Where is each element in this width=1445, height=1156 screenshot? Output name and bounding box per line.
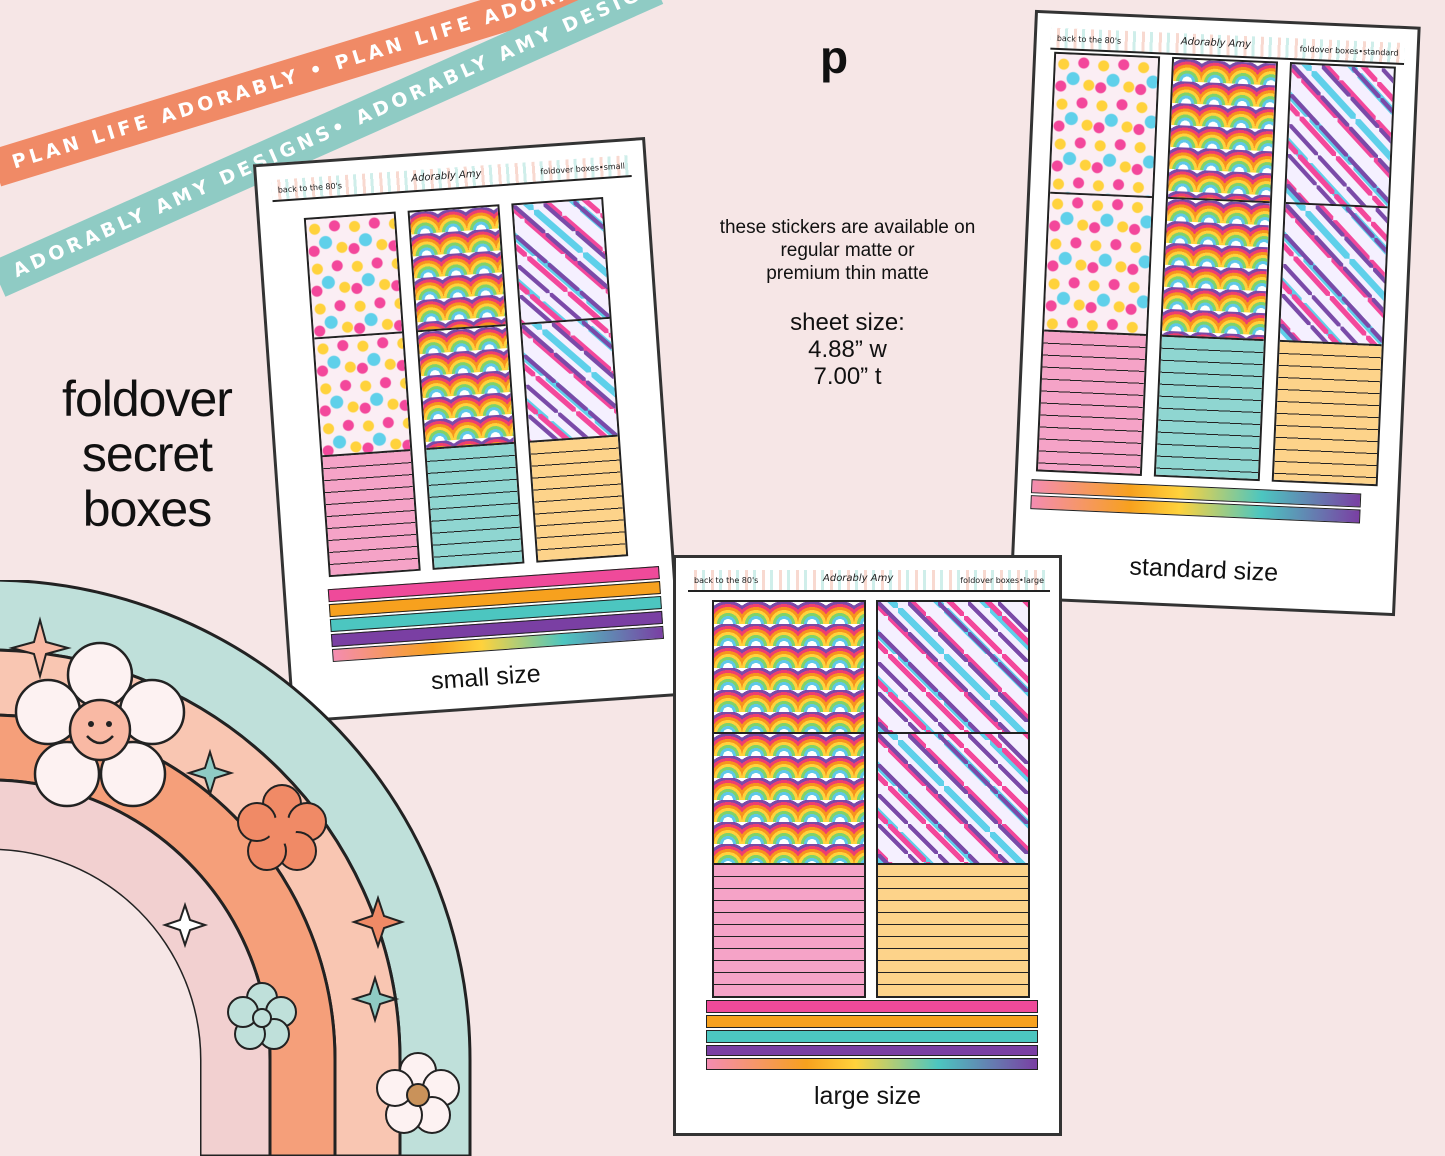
sheet-caption: standard size — [1128, 552, 1279, 587]
availability-text: these stickers are available on regular … — [719, 217, 976, 284]
brand-logo: Adorably Amy — [1180, 36, 1252, 51]
sparkle-star-icon — [350, 894, 406, 950]
product-headline: foldover secret boxes — [32, 372, 262, 537]
sheet-header: back to the 80's Adorably Amy foldover b… — [688, 570, 1050, 592]
sheet-header: back to the 80's Adorably Amy foldover b… — [271, 155, 632, 203]
foldover-box-bolts — [1271, 62, 1396, 487]
headline-line-1: foldover — [62, 371, 233, 427]
sheet-size-text: sheet size: 4.88” w 7.00” t — [790, 309, 905, 390]
flower-icon — [237, 784, 327, 871]
washi-strip — [706, 1058, 1038, 1070]
sparkle-star-icon — [350, 974, 400, 1024]
foldover-box-bolts — [511, 197, 629, 563]
sheet-caption: large size — [814, 1082, 921, 1110]
washi-strip — [706, 1015, 1038, 1028]
flower-icon — [376, 1052, 460, 1134]
sparkle-star-icon — [161, 901, 209, 949]
corner-letter: p — [820, 31, 849, 83]
foldover-box-rainbows — [407, 204, 525, 570]
large-size-sheet: back to the 80's Adorably Amy foldover b… — [673, 555, 1062, 1136]
washi-strip — [706, 1000, 1038, 1013]
sticker-sheet-area: back to the 80's Adorably Amy foldover b… — [1029, 27, 1405, 553]
foldover-box-bolts — [876, 600, 1030, 998]
headline-line-3: boxes — [82, 481, 212, 537]
sticker-sheet-area: back to the 80's Adorably Amy foldover b… — [688, 570, 1050, 1070]
standard-size-sheet: back to the 80's Adorably Amy foldover b… — [1009, 9, 1421, 617]
foldover-box-stars — [303, 211, 421, 578]
foldover-box-stars — [1035, 51, 1161, 476]
foldover-box-rainbows — [712, 600, 866, 998]
washi-strip — [706, 1045, 1038, 1056]
smiley-flower-icon — [14, 641, 186, 808]
rainbow-arch — [0, 580, 472, 1156]
product-info: these stickers are available on regular … — [690, 216, 1005, 390]
sparkle-star-icon — [185, 748, 235, 798]
headline-line-2: secret — [81, 426, 213, 482]
foldover-box-rainbows — [1153, 56, 1279, 482]
washi-strip — [706, 1030, 1038, 1043]
flower-icon — [227, 982, 297, 1050]
brand-logo: Adorably Amy — [823, 573, 894, 584]
sparkle-star-icon — [8, 616, 72, 680]
brand-logo: Adorably Amy — [410, 168, 482, 185]
